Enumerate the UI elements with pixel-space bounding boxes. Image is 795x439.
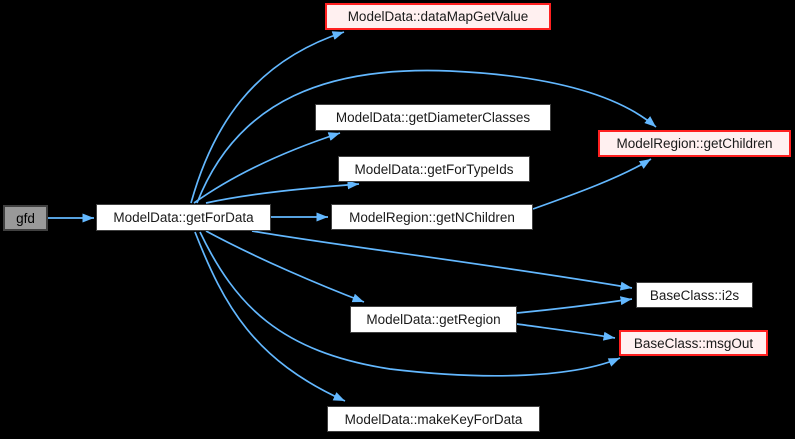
node-i2s[interactable]: BaseClass::i2s xyxy=(636,282,753,308)
edge-getForData-to-dataMapGetValue xyxy=(190,31,345,204)
node-dataMapGetValue[interactable]: ModelData::dataMapGetValue xyxy=(325,3,551,30)
edge-getForData-to-getDiameterClasses xyxy=(193,132,341,204)
node-gfd[interactable]: gfd xyxy=(3,205,48,231)
node-getChildren[interactable]: ModelRegion::getChildren xyxy=(598,130,791,157)
node-getNChildren[interactable]: ModelRegion::getNChildren xyxy=(331,204,533,230)
node-getForTypeIds[interactable]: ModelData::getForTypeIds xyxy=(338,156,530,182)
node-getForData[interactable]: ModelData::getForData xyxy=(96,204,271,231)
edge-getRegion-to-i2s xyxy=(516,296,633,314)
node-getDiameterClasses[interactable]: ModelData::getDiameterClasses xyxy=(315,104,551,131)
edge-getForData-to-msgOut xyxy=(199,231,621,377)
node-getRegion[interactable]: ModelData::getRegion xyxy=(350,306,517,333)
edge-getNChildren-to-getChildren xyxy=(532,158,652,210)
edge-getForData-to-i2s xyxy=(251,230,633,291)
edge-getForData-to-getRegion xyxy=(205,230,365,303)
node-makeKeyForData[interactable]: ModelData::makeKeyForData xyxy=(327,406,540,432)
edge-getRegion-to-msgOut xyxy=(516,323,616,341)
edge-getForData-to-makeKeyForData xyxy=(194,231,346,402)
edge-getForData-to-getForTypeIds xyxy=(205,180,360,204)
edge-getForData-to-getChildren xyxy=(196,69,657,204)
node-msgOut[interactable]: BaseClass::msgOut xyxy=(619,330,768,356)
